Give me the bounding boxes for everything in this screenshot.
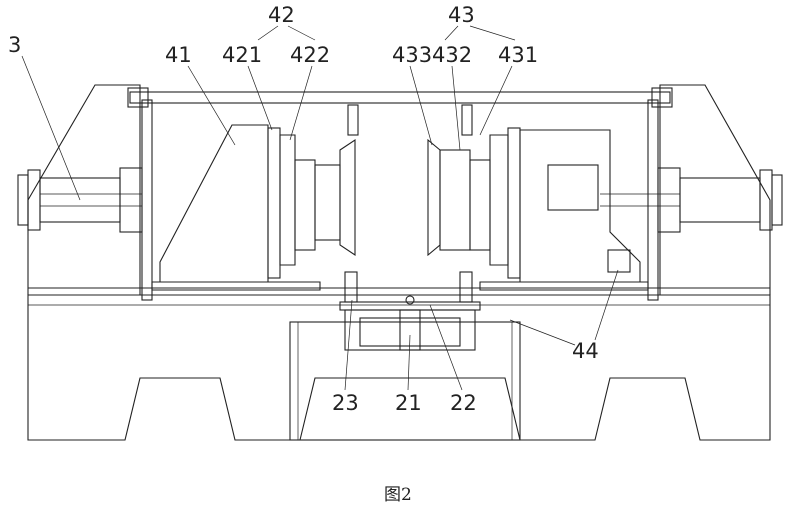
left-housing [27,84,141,295]
labels: 3 41 42 421 422 43 433 432 431 44 23 21 … [8,3,619,415]
label-3: 3 [8,33,21,57]
label-23: 23 [332,391,359,415]
label-41: 41 [165,43,192,67]
tie-rod [127,87,673,108]
right-housing [659,84,771,295]
label-42: 42 [268,3,295,27]
label-433: 433 [392,43,432,67]
left-cylinder [17,167,143,233]
left-chuck-41 [151,104,359,291]
right-cylinder [600,167,783,233]
base-frame [27,287,771,441]
label-432: 432 [432,43,472,67]
label-44: 44 [572,339,599,363]
label-422: 422 [290,43,330,67]
label-21: 21 [395,391,422,415]
right-chuck-43 [427,104,649,291]
figure-caption: 图2 [384,485,412,505]
label-43: 43 [448,3,475,27]
label-421: 421 [222,43,262,67]
label-431: 431 [498,43,538,67]
center-fixture-2 [339,271,481,351]
label-22: 22 [450,391,477,415]
